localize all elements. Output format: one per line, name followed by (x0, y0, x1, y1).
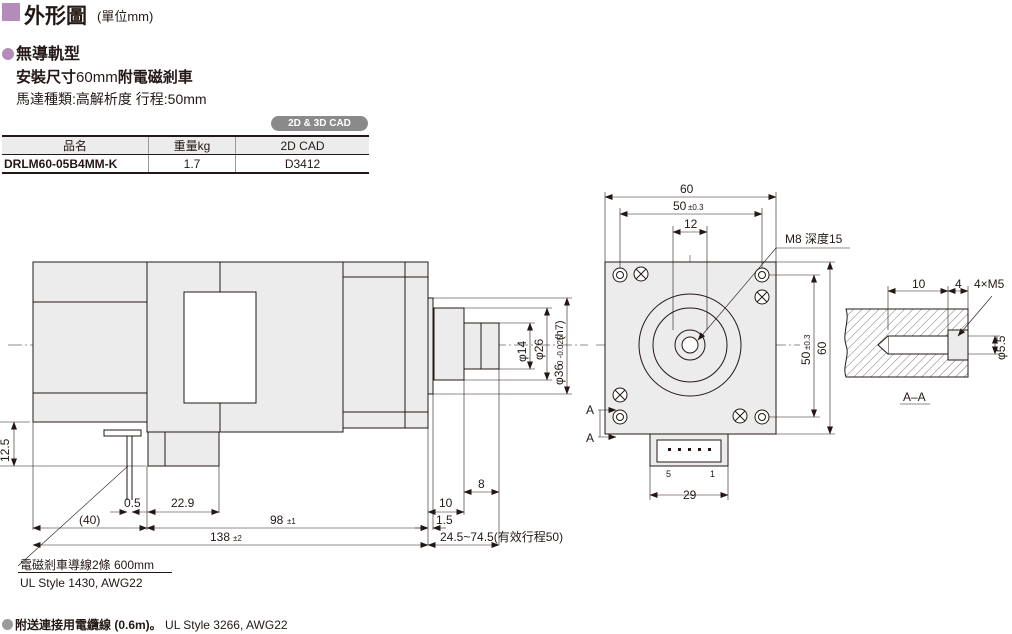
section-view (844, 308, 969, 378)
dim-1-5: 1.5 (436, 513, 453, 527)
table-header-row: 品名 重量kg 2D CAD (2, 135, 369, 155)
mount-hole-tl (612, 267, 628, 283)
dim-0-5: 0.5 (124, 496, 141, 510)
dim-front-60-v: 60 (815, 341, 829, 355)
brake-lead-underline (18, 572, 172, 573)
section-title: 無導軌型 (2, 40, 80, 64)
dim-98-tol: ±1 (287, 517, 296, 526)
dim-front-50-v: 50 (799, 351, 813, 365)
section-mark-a-upper: A (586, 403, 594, 417)
section-label: A–A (903, 390, 926, 404)
spec-prefix: 安裝尺寸 (16, 69, 77, 86)
dim-front-50-v-tol: ±0.3 (803, 334, 812, 350)
dim-phi36-fit: (h7) (554, 320, 566, 340)
dim-98: 98 (270, 513, 284, 527)
dim-12-5: 12.5 (0, 438, 12, 462)
cell-cad[interactable]: D3412 (235, 154, 369, 174)
dim-front-60: 60 (680, 182, 694, 196)
brake-lead-note: 電磁剎車導線2條 600mm (20, 558, 155, 572)
section-dim-m5: 4×M5 (974, 277, 1005, 291)
connection-cable-style: UL Style 3266, AWG22 (165, 618, 288, 632)
model-table: 品名 重量kg 2D CAD DRLM60-05B4MM-K 1.7 D3412 (2, 135, 369, 174)
bullet-icon (2, 619, 13, 630)
dim-front-12: 12 (684, 217, 698, 231)
col-header-weight: 重量kg (148, 135, 236, 155)
section-bore (887, 335, 949, 355)
unit-label: (單位mm) (97, 9, 154, 24)
brake-lead-style: UL Style 1430, AWG22 (20, 576, 143, 590)
pilot (427, 297, 434, 395)
dim-phi14: φ14 (515, 341, 529, 362)
spec-line-2: 馬達種類:高解析度 行程:50mm (16, 91, 207, 107)
front-view (604, 261, 777, 467)
spec-line-1: 安裝尺寸60mm附電磁剎車 (16, 66, 193, 87)
dim-22-9: 22.9 (171, 496, 195, 510)
dim-front-50-tol: ±0.3 (688, 203, 704, 212)
tap-callout: M8 深度15 (785, 231, 843, 246)
section-dim-10: 10 (912, 277, 926, 291)
lead-gland (103, 429, 142, 437)
pin-label-5: 5 (666, 469, 671, 479)
section-dim-phi5-5: φ5.5 (994, 335, 1008, 360)
page-title: 外形圖 (24, 5, 87, 28)
dim-phi36: φ36 (552, 364, 566, 385)
table-row: DRLM60-05B4MM-K 1.7 D3412 (2, 154, 369, 174)
dim-phi36-tol: 0 -0.025 (556, 335, 565, 365)
dim-phi26: φ26 (532, 339, 546, 360)
screw-markers (612, 266, 770, 424)
cell-weight: 1.7 (148, 154, 236, 174)
section-dim-4: 4 (955, 277, 962, 291)
dim-10: 10 (439, 496, 453, 510)
mount-hole-bl (612, 409, 628, 425)
spec-suffix: 附電磁剎車 (117, 69, 193, 86)
dim-8: 8 (478, 477, 485, 491)
spec-size: 60mm (76, 69, 118, 86)
mount-hole-br (754, 409, 770, 425)
pin-label-1: 1 (710, 469, 715, 479)
dim-138: 138 (210, 530, 230, 544)
cell-model: DRLM60-05B4MM-K (2, 154, 149, 174)
section-mark-a-lower: A (586, 431, 594, 445)
actuator-flange (342, 261, 429, 429)
dim-40: (40) (79, 513, 100, 527)
rod-collar (433, 307, 465, 381)
brake-housing (32, 261, 148, 423)
section-title-text: 無導軌型 (16, 46, 81, 63)
col-header-cad: 2D CAD (235, 135, 369, 155)
title-marker (2, 3, 20, 21)
side-view (32, 261, 500, 500)
cad-badge[interactable]: 2D & 3D CAD (271, 116, 368, 131)
connection-cable-note: 附送連接用電纜線 (0.6m)。 UL Style 3266, AWG22 (2, 616, 288, 633)
dim-front-29: 29 (683, 488, 697, 502)
dim-138-tol: ±2 (233, 534, 242, 543)
dim-stroke-range: 24.5~74.5(有效行程50) (440, 529, 563, 544)
connector-box (147, 431, 220, 467)
dim-front-50: 50 (673, 199, 687, 213)
motor-window (183, 291, 257, 404)
col-header-model: 品名 (2, 135, 149, 155)
bullet-icon (2, 48, 14, 60)
connection-cable-text: 附送連接用電纜線 (0.6m)。 (15, 618, 162, 632)
front-tap-hole (681, 336, 699, 354)
